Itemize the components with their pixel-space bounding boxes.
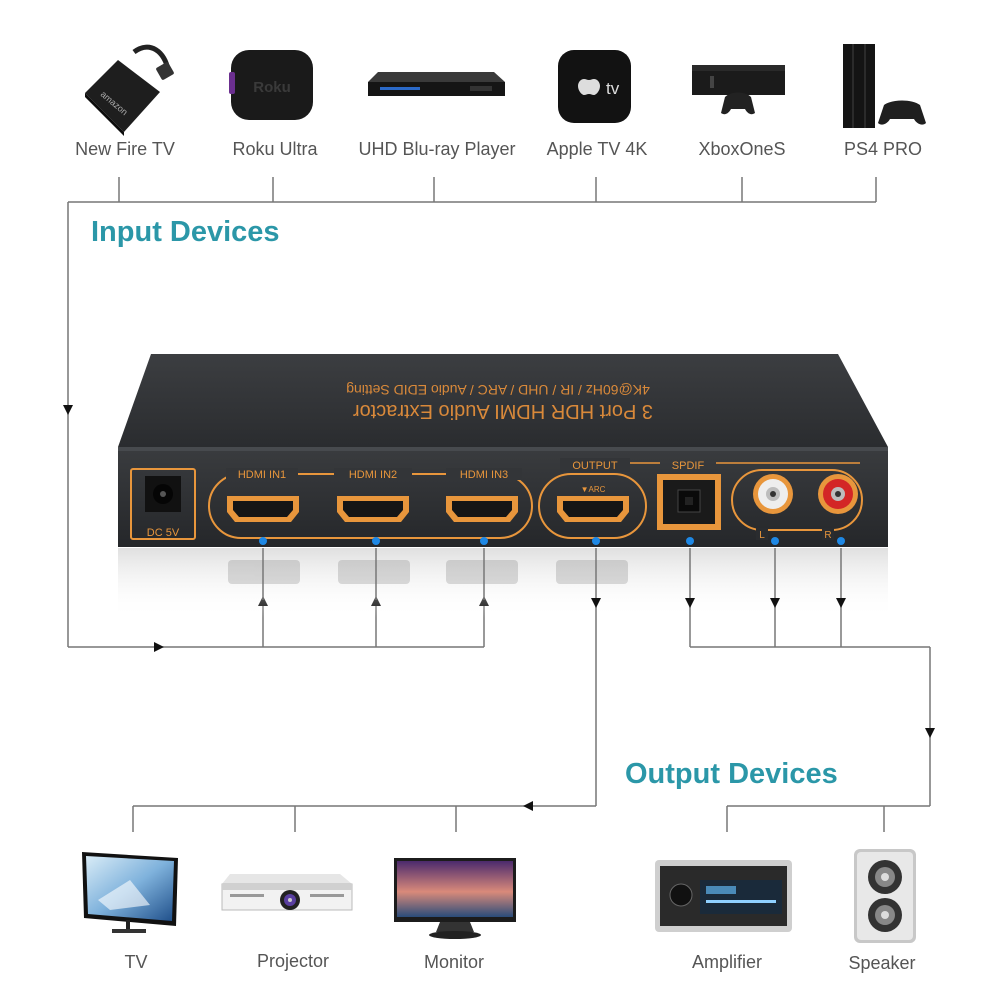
input-device-label-apple-tv: Apple TV 4K	[546, 139, 648, 159]
output-label: OUTPUT	[572, 460, 618, 472]
indicator-leds	[259, 537, 845, 545]
port-reflections	[228, 560, 628, 584]
speaker-icon	[854, 849, 916, 943]
audio-extractor-box: 3 Port HDR HDMI Audio Extractor 4K@60Hz …	[118, 354, 888, 618]
output-device-label-amplifier: Amplifier	[691, 952, 763, 972]
hdmi-in2-port	[337, 496, 409, 522]
box-reflection	[118, 548, 888, 618]
input-device-label-bluray: UHD Blu-ray Player	[358, 139, 516, 159]
hdmi-in3-label: HDMI IN3	[460, 469, 508, 481]
tv-icon	[82, 852, 178, 933]
hdmi-in2-label: HDMI IN2	[349, 469, 397, 481]
top-title: 3 Port HDR HDMI Audio Extractor	[353, 400, 653, 422]
roku-logo: Roku	[253, 79, 291, 96]
top-subtitle: 4K@60Hz / IR / UHD / ARC / Audio EDID Se…	[346, 382, 650, 398]
dc-power-label: DC 5V	[147, 527, 180, 539]
input-wiring	[67, 177, 877, 648]
fire-tv-stick-icon: amazon	[85, 44, 174, 136]
output-device-label-tv: TV	[124, 952, 148, 972]
output-arrows	[523, 598, 935, 811]
input-device-label-xbox: XboxOneS	[698, 139, 786, 159]
input-devices-heading: Input Devices	[91, 216, 280, 248]
amplifier-icon	[655, 860, 792, 932]
spdif-optical-port	[657, 474, 721, 530]
output-devices-heading: Output Devices	[625, 758, 838, 790]
top-printing: 3 Port HDR HDMI Audio Extractor 4K@60Hz …	[346, 382, 653, 422]
rca-right-label: R	[824, 530, 831, 541]
output-wiring	[132, 548, 931, 832]
dc-power-port: DC 5V	[130, 468, 196, 540]
output-device-label-monitor: Monitor	[423, 952, 485, 972]
rca-group-outline	[731, 469, 863, 531]
hdmi-output-port	[557, 496, 629, 522]
apple-tv-icon: tv	[558, 50, 631, 123]
input-device-label-roku: Roku Ultra	[232, 139, 318, 159]
ps4-console-icon	[843, 44, 926, 128]
input-device-label-ps4: PS4 PRO	[843, 139, 923, 159]
rca-left-label: L	[759, 530, 765, 541]
roku-box-icon: Roku	[229, 50, 313, 120]
arc-label: ▼ARC	[581, 485, 606, 494]
xbox-console-icon	[692, 65, 785, 115]
output-device-label-speaker: Speaker	[848, 953, 916, 973]
hdmi-in3-port	[446, 496, 518, 522]
output-device-label-projector: Projector	[256, 951, 330, 971]
rca-left-port	[753, 474, 793, 514]
apple-tv-logo: tv	[606, 79, 620, 98]
hdmi-in1-label: HDMI IN1	[238, 469, 286, 481]
input-device-label-fire-tv: New Fire TV	[75, 139, 175, 159]
hdmi-in1-port	[227, 496, 299, 522]
output-group-outline	[538, 473, 647, 539]
spdif-label: SPDIF	[672, 460, 705, 472]
bluray-player-icon	[368, 72, 505, 96]
projector-icon	[221, 874, 353, 911]
rca-right-port	[818, 474, 858, 514]
monitor-icon	[394, 858, 516, 939]
